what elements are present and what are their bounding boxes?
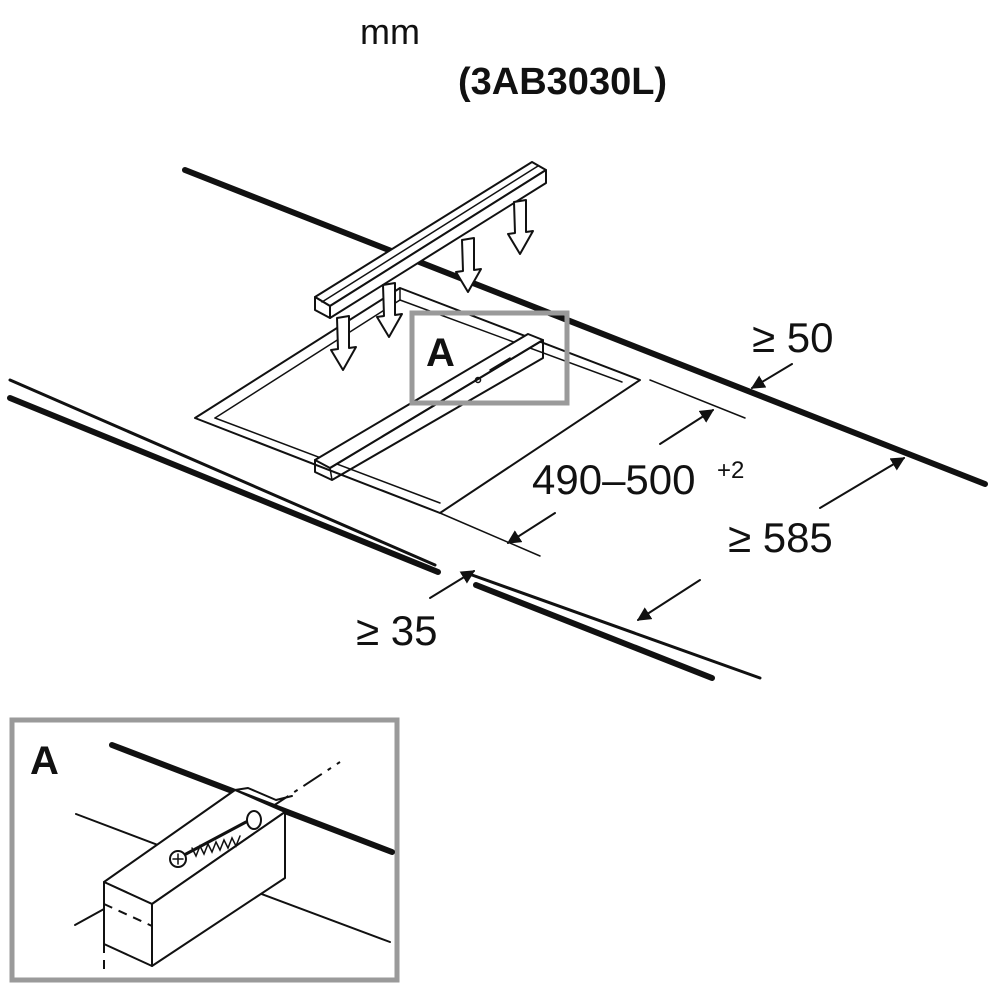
cutout-width-dimension <box>439 379 746 557</box>
unit-label: mm <box>360 11 420 52</box>
detail-view-label: A <box>30 739 59 783</box>
screw-icon <box>169 820 248 868</box>
worktop-rear-edge <box>182 167 988 487</box>
rear-clearance-dimension <box>750 363 793 389</box>
detail-callout-marker: A <box>426 331 455 375</box>
model-number: (3AB3030L) <box>458 61 667 103</box>
worktop-depth-value: ≥ 585 <box>728 514 833 561</box>
front-clearance-value: ≥ 35 <box>356 607 437 654</box>
cutout-width-value: 490–500 <box>532 456 696 503</box>
hob-bar <box>314 161 547 319</box>
detail-callout-frame <box>409 310 570 406</box>
detail-view-frame <box>9 717 400 983</box>
front-clearance-dimension <box>429 570 476 599</box>
detail-view: A <box>9 717 400 983</box>
detail-bracket <box>103 787 293 975</box>
down-arrow-icon <box>330 199 534 371</box>
rear-clearance-value: ≥ 50 <box>752 314 833 361</box>
worktop-depth-dimension <box>636 457 906 621</box>
worktop-front-edge <box>7 378 762 681</box>
cutout-width-tolerance: +2 <box>717 457 744 484</box>
